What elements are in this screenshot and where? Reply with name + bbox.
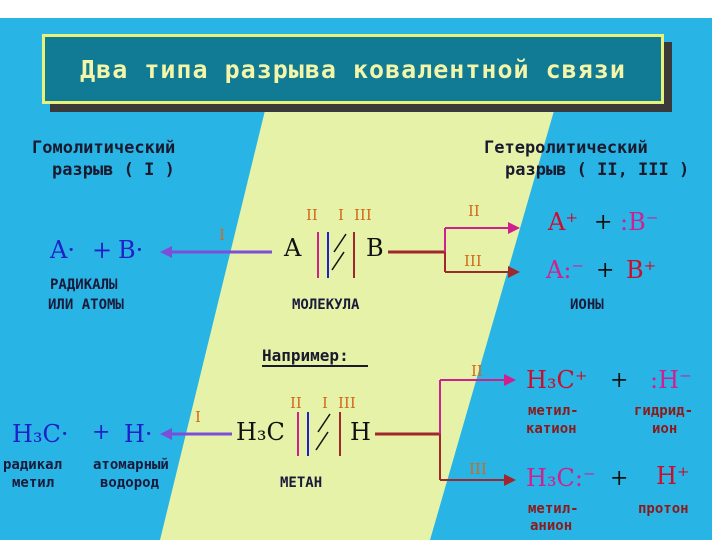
label-I-bottom: I [322,394,328,412]
homolytic-heading-2: разрыв ( I ) [52,160,175,180]
methyl-cation: H₃C⁺ [526,366,588,394]
molecule-B: B [366,234,384,262]
radical-plus-bottom: + [92,420,111,445]
label-III-top: III [354,206,372,224]
label-II-branch-top: II [468,202,480,220]
title-box: Два типа разрыва ковалентной связи [42,34,664,104]
ion-B-anion: :B⁻ [620,208,659,236]
heterolytic-heading-1: Гетеролитический [484,138,648,158]
hydrogen-radical: H· [124,420,153,448]
radical-plus: + [92,236,113,264]
atomic-hydrogen-caption-1: атомарный [93,457,169,473]
ionsII-plus: + [610,368,629,393]
proton: H⁺ [656,462,690,490]
label-III-branch-top: III [464,252,482,270]
methyl-cation-caption-1: метил- [528,403,579,419]
atomic-hydrogen-caption-2: водород [100,475,160,491]
homolytic-heading-1: Гомолитический [32,138,176,158]
radical-B: B· [118,236,144,264]
label-III-branch-bottom: III [469,460,487,478]
page-title: Два типа разрыва ковалентной связи [80,54,626,84]
label-I-arrow-bottom: I [195,408,201,426]
methyl-anion-caption-1: метил- [528,501,579,517]
methyl-anion: H₃C:⁻ [526,464,596,492]
radical-methyl-caption-2: метил [12,475,55,491]
ion-A-anion: A:⁻ [546,256,585,284]
label-II-branch-bottom: II [471,362,483,380]
label-I-top: I [338,206,344,224]
heterolytic-heading-2: разрыв ( II, III ) [505,160,690,180]
ion-B-cation: B⁺ [626,256,657,284]
methyl-radical: H₃C· [12,420,69,448]
methane-caption: МЕТАН [280,475,323,491]
hydride-anion: :H⁻ [650,366,692,394]
diagonal-band [160,90,560,540]
radicals-caption-1: РАДИКАЛЫ [50,277,118,293]
ion-plus-1: + [594,210,613,235]
label-II-bottom: II [290,394,302,412]
ion-A-cation: A⁺ [548,208,578,236]
molecule-A: A [284,234,302,262]
label-I-arrow-top: I [219,226,225,244]
proton-caption: протон [638,501,689,517]
label-III-bottom: III [338,394,356,412]
ionsIII-plus: + [610,466,629,491]
methyl-cation-caption-2: катион [526,421,577,437]
radicals-caption-2: ИЛИ АТОМЫ [48,297,124,313]
ions-caption: ИОНЫ [570,297,604,313]
methane-left: H₃C [236,418,285,446]
ion-plus-2: + [596,258,615,283]
hydride-caption-2: ион [652,421,678,437]
molecule-caption: МОЛЕКУЛА [292,297,360,313]
methane-right: H [350,418,371,446]
example-heading: Например: [262,346,349,365]
radical-methyl-caption-1: радикал [3,457,63,473]
radical-A: A· [50,236,75,264]
methyl-anion-caption-2: анион [530,518,573,534]
hydride-caption-1: гидрид- [634,403,694,419]
label-II-top: II [306,206,318,224]
